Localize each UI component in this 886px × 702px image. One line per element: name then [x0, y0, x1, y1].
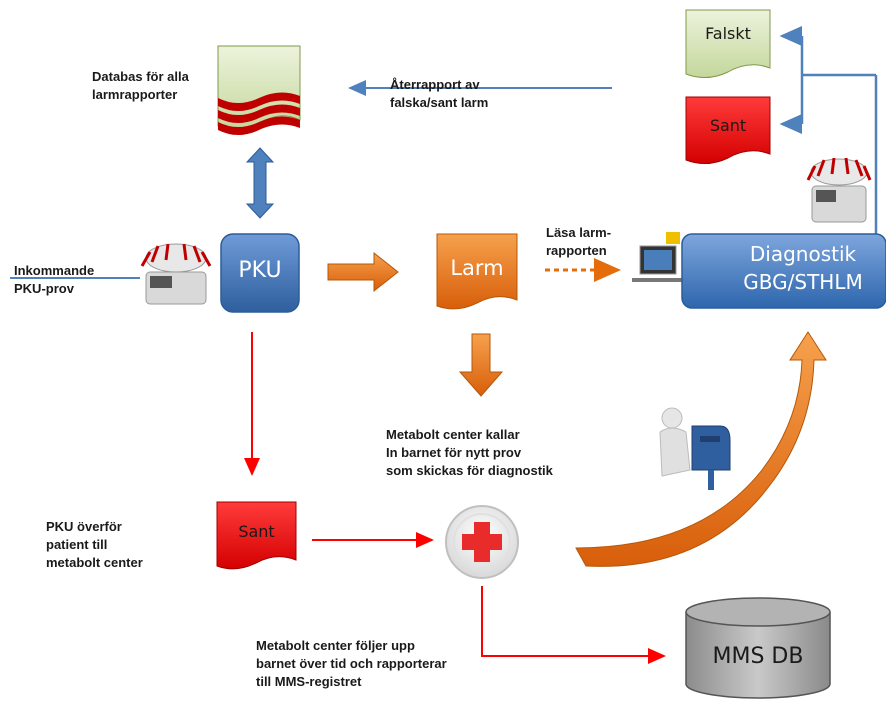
- incoming-label: Inkommande PKU-prov: [14, 263, 95, 296]
- mms-db-cylinder: [685, 597, 831, 699]
- centrifuge-icon: [140, 243, 212, 305]
- medical-cross-icon: [445, 505, 519, 579]
- sant-top-label: Sant: [709, 116, 747, 135]
- falskt-label: Falskt: [705, 24, 751, 43]
- sant-bottom-document: [216, 501, 297, 570]
- feedback-label: Återrapport av falska/sant larm: [390, 77, 489, 110]
- person-mailbox-icon: [659, 407, 731, 490]
- database-icon: [217, 45, 301, 135]
- result-branch-connector: [779, 26, 878, 234]
- pku-node: [220, 233, 300, 313]
- followup-label: Metabolt center följer upp barnet över t…: [256, 638, 447, 689]
- metabolt-calls-label: Metabolt center kallar In barnet för nyt…: [386, 427, 553, 478]
- database-label: Databas för alla larmrapporter: [92, 69, 189, 102]
- centrifuge-icon-right: [806, 157, 872, 223]
- pku-transfer-label: PKU överför patient till metabolt center: [46, 519, 143, 570]
- diagnostik-node: [681, 233, 886, 309]
- falskt-document: [685, 9, 771, 78]
- larm-document: [436, 233, 518, 310]
- metabolt-mms-arrow: [481, 586, 666, 664]
- database-pku-arrow: [245, 147, 275, 219]
- read-report-label: Läsa larm- rapporten: [546, 225, 612, 258]
- larm-node-label: Larm: [450, 256, 504, 280]
- sant-bottom-label: Sant: [238, 522, 275, 541]
- pku-node-label: PKU: [238, 258, 282, 283]
- mms-db-label: MMS DB: [712, 644, 804, 669]
- pku-larm-arrow: [327, 251, 399, 293]
- curved-return-arrow: [575, 331, 827, 567]
- larm-down-arrow: [458, 333, 504, 397]
- diagnostik-node-label: Diagnostik GBG/STHLM: [743, 242, 863, 294]
- sant-top-document: [685, 96, 771, 164]
